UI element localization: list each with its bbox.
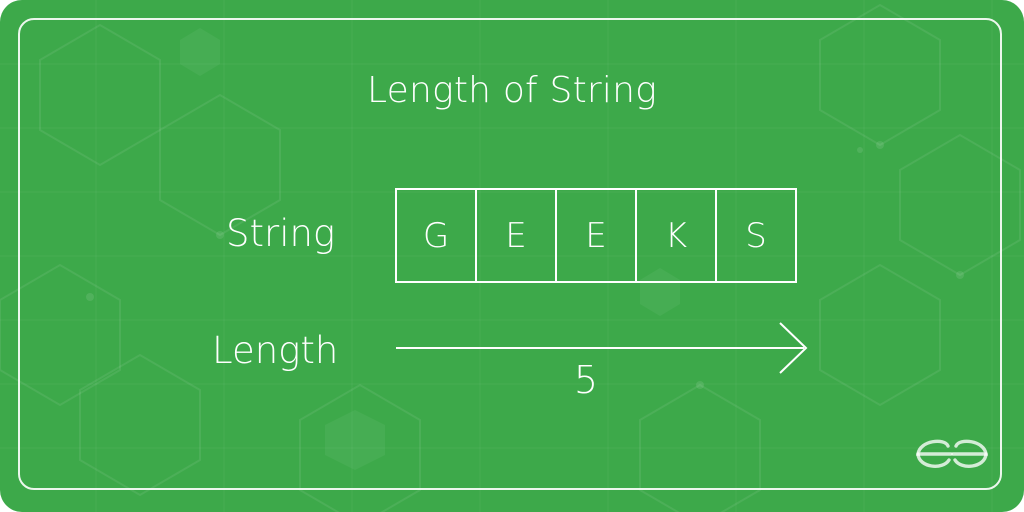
- inner-frame: [18, 18, 1002, 490]
- arrow-right-icon: [396, 322, 808, 374]
- string-cells: G E E K S: [395, 188, 797, 283]
- length-value: 5: [573, 358, 599, 402]
- string-cell: E: [475, 188, 557, 283]
- length-label: Length: [212, 329, 339, 372]
- geeksforgeeks-logo-icon: [916, 439, 988, 468]
- string-cell: G: [395, 188, 477, 283]
- diagram-title: Length of String: [367, 70, 657, 111]
- string-cell: S: [715, 188, 797, 283]
- string-cell: K: [635, 188, 717, 283]
- string-cell: E: [555, 188, 637, 283]
- string-label: String: [226, 212, 336, 255]
